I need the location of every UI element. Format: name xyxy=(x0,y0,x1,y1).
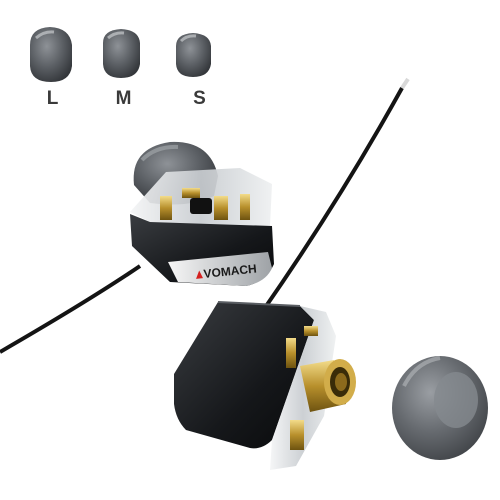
cable-right xyxy=(260,87,404,314)
ear-tip-medium-icon xyxy=(103,29,140,78)
size-label-small: S xyxy=(193,88,207,109)
ear-tip-small-icon xyxy=(176,33,211,77)
earbud-upper: VOMACH xyxy=(130,141,274,286)
brand-logo: VOMACH xyxy=(203,261,258,280)
size-label-medium: M xyxy=(115,88,133,109)
size-label-large: L xyxy=(46,88,60,109)
cable-left xyxy=(0,264,142,354)
earbud-lower xyxy=(174,301,356,470)
ear-tip-loose-icon xyxy=(392,356,488,460)
ear-tip-large-icon xyxy=(30,27,72,82)
gold-nozzle xyxy=(300,359,356,412)
